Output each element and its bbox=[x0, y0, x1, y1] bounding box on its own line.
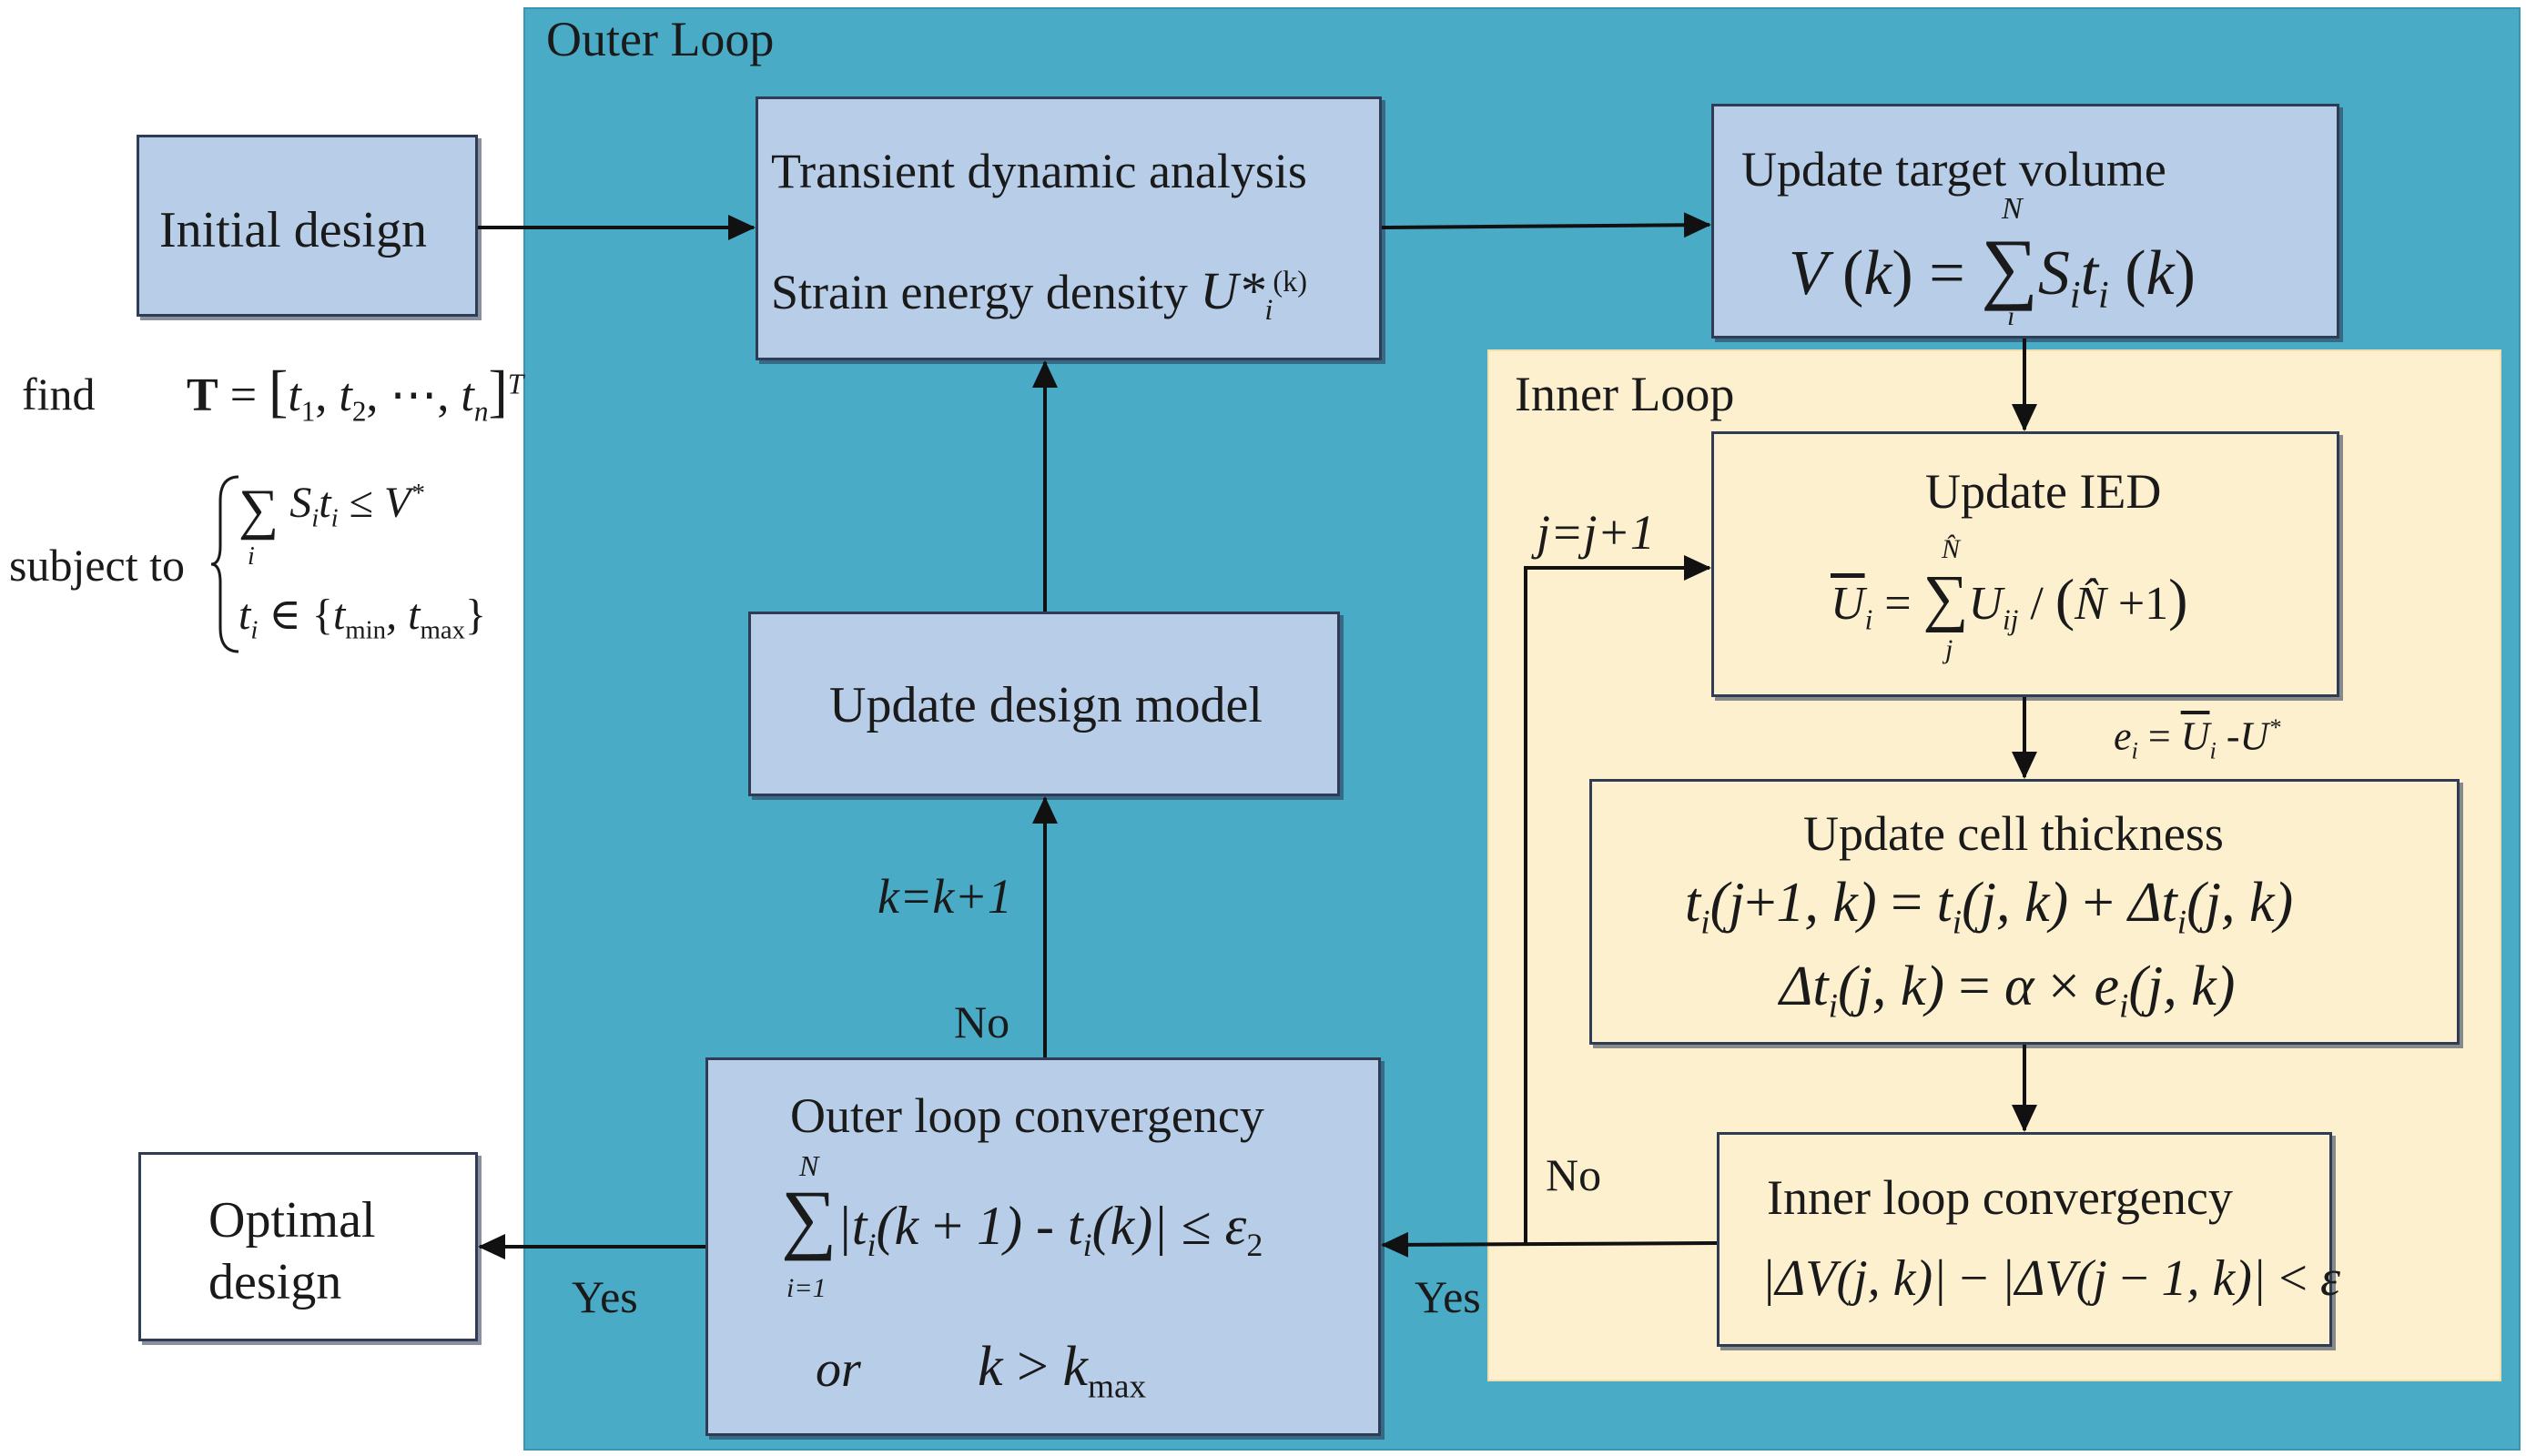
no-outer-label: No bbox=[954, 996, 1010, 1047]
update-ied-label: Update IED bbox=[1925, 464, 2162, 519]
update-design-model-box: Update design model bbox=[748, 612, 1340, 796]
or-word: or bbox=[816, 1341, 861, 1398]
arrow-transient-to-volume bbox=[1381, 212, 1711, 238]
iteration-limit-equation: k > kmax bbox=[978, 1336, 1147, 1406]
outer-sum-lower: i=1 bbox=[786, 1273, 827, 1303]
inner-convergence-equation: |ΔV(j, k)| − |ΔV(j − 1, k)| < ε bbox=[1761, 1250, 2341, 1307]
yes-outer-label: Yes bbox=[572, 1271, 638, 1322]
constraint-sum-index: i bbox=[248, 542, 255, 571]
update-target-volume-label: Update target volume bbox=[1741, 142, 2166, 197]
arrow-inner-no-loop bbox=[1524, 555, 1711, 1243]
strain-energy-label: Strain energy density U*i(k) bbox=[771, 261, 1308, 327]
constraint-discrete: ti ∈ {tmin, tmax} bbox=[238, 591, 487, 645]
yes-inner-label: Yes bbox=[1415, 1271, 1481, 1322]
ied-equation: Ui = ∑Uij / (N̂ +1) bbox=[1831, 563, 2188, 636]
optimal-design-line1: Optimal bbox=[208, 1192, 376, 1249]
j-update-label: j=j+1 bbox=[1537, 505, 1655, 560]
target-volume-equation: V (k) = ∑Siti (k) bbox=[1789, 224, 2196, 317]
sum-upper-N: N bbox=[2002, 192, 2023, 226]
no-inner-label: No bbox=[1546, 1149, 1602, 1200]
update-target-volume-box: Update target volume V (k) = ∑Siti (k) N… bbox=[1711, 104, 2339, 339]
transient-analysis-label: Transient dynamic analysis bbox=[771, 144, 1307, 198]
outer-loop-convergency-label: Outer loop convergency bbox=[790, 1088, 1264, 1143]
outer-loop-convergency-box: Outer loop convergency ∑|ti(k + 1) - ti(… bbox=[705, 1057, 1381, 1436]
constraint-brace bbox=[210, 475, 239, 653]
update-design-model-label: Update design model bbox=[829, 677, 1263, 733]
arrow-inner-yes-to-outer-conv bbox=[1381, 1231, 1718, 1258]
subject-to-label: subject to bbox=[9, 540, 186, 591]
error-definition: ei = Ui -U* bbox=[2114, 713, 2281, 764]
optimal-design-line2: design bbox=[208, 1254, 342, 1310]
sum-lower-i: i bbox=[2007, 301, 2015, 331]
inner-loop-convergency-box: Inner loop convergency |ΔV(j, k)| − |ΔV(… bbox=[1717, 1132, 2340, 1347]
find-label: find bbox=[22, 369, 96, 420]
optimal-design-box: Optimal design bbox=[138, 1152, 478, 1341]
outer-convergence-equation: ∑|ti(k + 1) - ti(k)| ≤ ε2 bbox=[781, 1174, 1263, 1263]
constraint-volume: ∑ Siti ≤ V* bbox=[238, 479, 424, 541]
initial-design-box: Initial design bbox=[137, 135, 478, 317]
k-update-label: k=k+1 bbox=[878, 869, 1012, 924]
inner-loop-title: Inner Loop bbox=[1515, 367, 1735, 421]
update-ied-box: Update IED Ui = ∑Uij / (N̂ +1) N̂ j bbox=[1711, 431, 2339, 697]
thickness-increment-equation: Δti(j, k) = α × ei(j, k) bbox=[1780, 956, 2236, 1026]
inner-loop-convergency-label: Inner loop convergency bbox=[1767, 1170, 2233, 1225]
thickness-update-equation: ti(j+1, k) = ti(j, k) + Δti(j, k) bbox=[1685, 872, 2294, 942]
ied-sum-upper: N̂ bbox=[1942, 534, 1961, 564]
outer-sum-upper: N bbox=[799, 1149, 819, 1182]
update-cell-thickness-box: Update cell thickness ti(j+1, k) = ti(j,… bbox=[1589, 779, 2460, 1045]
ied-sum-lower: j bbox=[1945, 634, 1953, 664]
outer-loop-title: Outer Loop bbox=[546, 12, 775, 66]
find-equation: T = [t1, t2, ⋯, tn]T bbox=[187, 359, 524, 428]
transient-analysis-box: Transient dynamic analysis Strain energy… bbox=[756, 96, 1382, 360]
update-cell-thickness-label: Update cell thickness bbox=[1803, 806, 2224, 861]
initial-design-label: Initial design bbox=[159, 202, 427, 258]
